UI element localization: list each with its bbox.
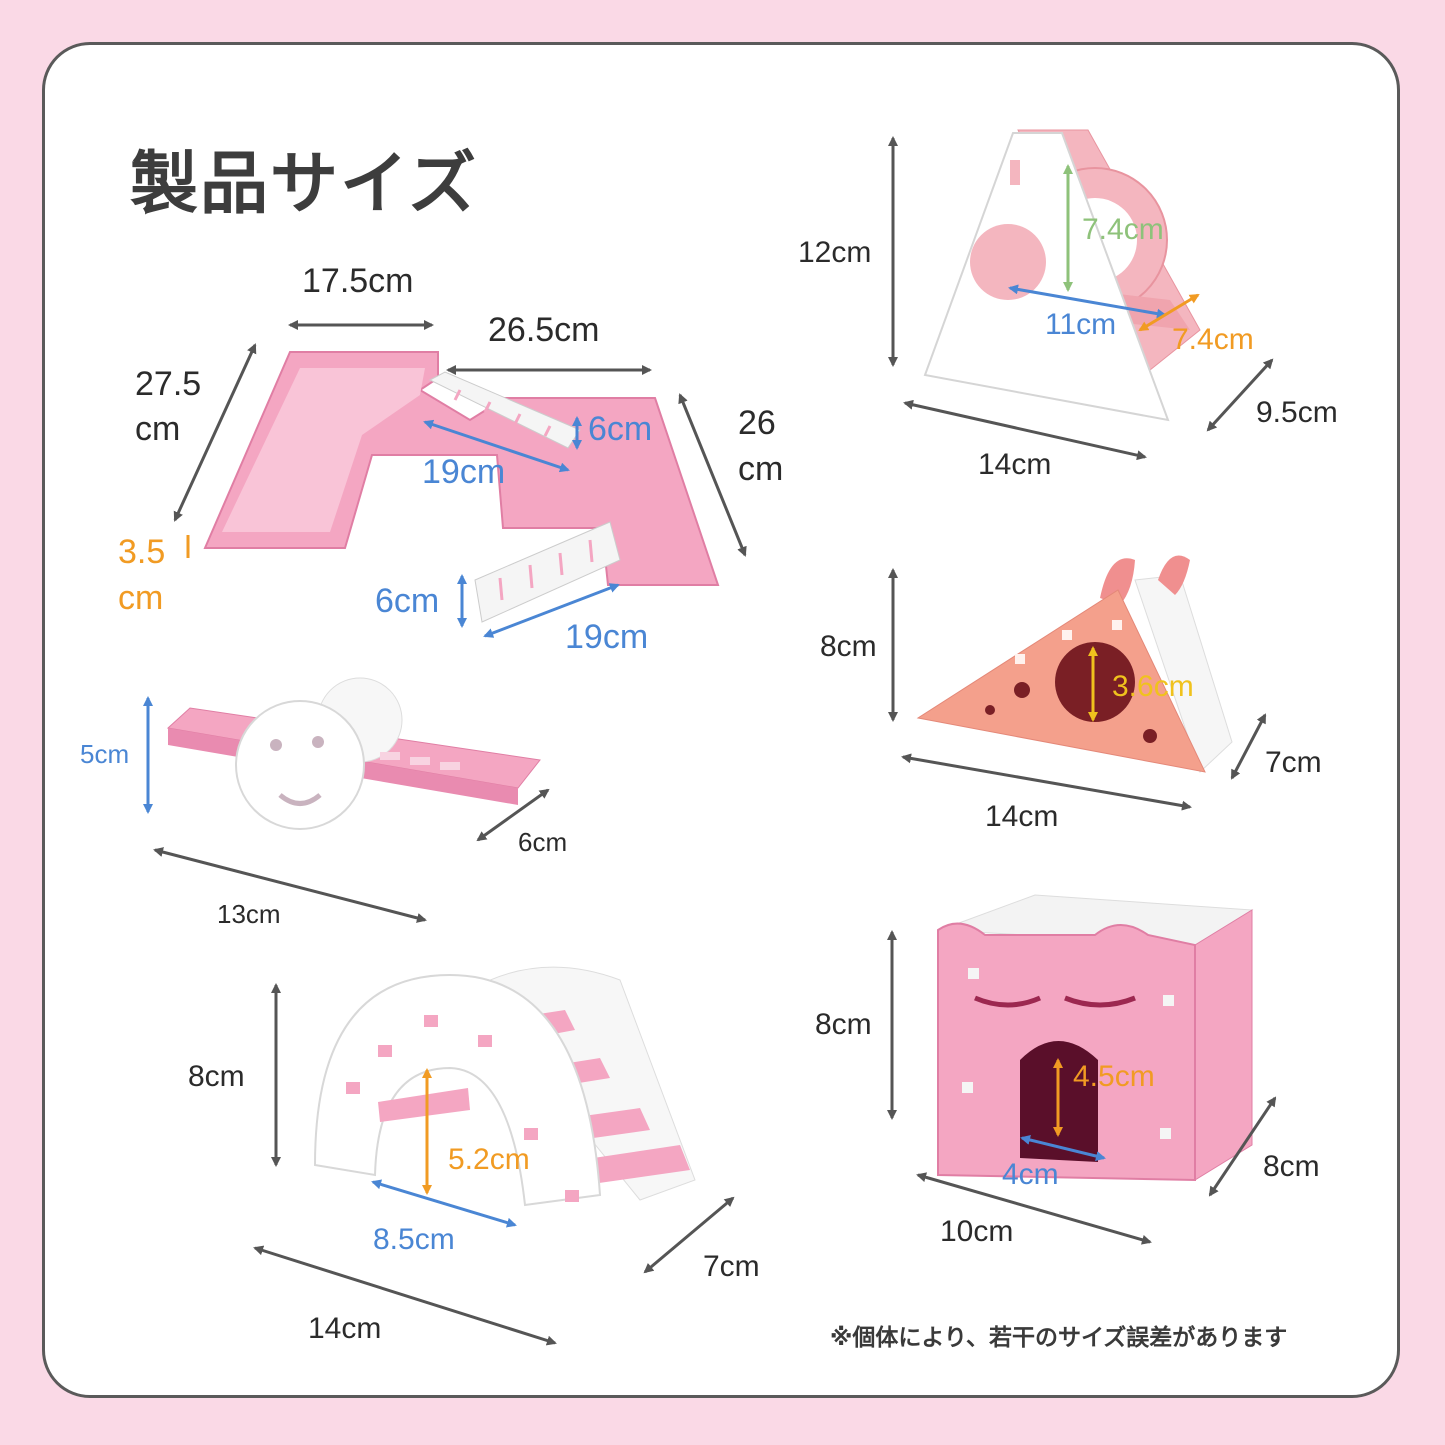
dim-arrow — [643, 1196, 735, 1274]
dim-arrow — [483, 583, 620, 638]
dim-arrow — [1206, 358, 1274, 432]
dim-arrow — [901, 753, 1192, 811]
arch-depth-label: 7cm — [703, 1250, 760, 1283]
seesaw-illustration — [143, 677, 550, 923]
cube-height-label: 8cm — [815, 1008, 872, 1041]
dim-arrow — [476, 788, 550, 842]
platform-illustration — [173, 320, 747, 638]
swing-illustration — [888, 129, 1274, 461]
seesaw-width-label: 13cm — [217, 899, 281, 929]
swing-height-label: 12cm — [798, 236, 872, 269]
bunny-depth-label: 7cm — [1265, 746, 1322, 779]
dim-arrow — [423, 419, 570, 473]
dim-arrow — [903, 399, 1147, 461]
arch-bridge-illustration — [253, 966, 735, 1346]
dim-arrow — [1138, 293, 1200, 332]
seesaw-height-label: 5cm — [80, 739, 130, 769]
bunny-house-illustration — [888, 555, 1267, 811]
bunny-width-label: 14cm — [985, 800, 1059, 833]
page-title: 製品サイズ — [130, 145, 478, 224]
arch-inner-height-label: 5.2cm — [448, 1143, 530, 1176]
dim-arrow — [1208, 1096, 1277, 1197]
swing-inner-width-label: 11cm — [1045, 308, 1117, 341]
arch-width-label: 14cm — [308, 1312, 382, 1345]
swing-depth-label: 9.5cm — [1256, 396, 1338, 429]
platform-height-label-b: cm — [118, 579, 164, 617]
size-disclaimer: ※個体により、若干のサイズ誤差があります — [830, 1325, 1288, 1351]
cube-width-label: 10cm — [940, 1215, 1014, 1248]
swing-inner-height-label: 7.4cm — [1082, 213, 1164, 246]
dim-arrow — [678, 393, 747, 557]
ladder1-height-label: 6cm — [588, 410, 653, 448]
platform-width-label: 17.5cm — [302, 262, 414, 300]
dim-arrow — [153, 847, 427, 923]
dim-arrow — [371, 1179, 517, 1228]
dim-arrow — [1230, 713, 1267, 780]
platform-height-label-a: 3.5 — [118, 533, 166, 571]
platform-length-label: 26.5cm — [488, 311, 600, 349]
ladder2-height-label: 6cm — [375, 582, 440, 620]
arch-inner-width-label: 8.5cm — [373, 1223, 455, 1256]
platform-depth-left-label-b: cm — [135, 410, 181, 448]
cube-door-height-label: 4.5cm — [1073, 1060, 1155, 1093]
swing-inner-depth-label: 7.4cm — [1172, 323, 1254, 356]
cube-door-width-label: 4cm — [1002, 1158, 1059, 1191]
bunny-hole-label: 3.6cm — [1112, 670, 1194, 703]
dim-arrow — [916, 1172, 1152, 1245]
bunny-height-label: 8cm — [820, 630, 877, 663]
platform-depth-right-label-b: cm — [738, 450, 784, 488]
swing-width-label: 14cm — [978, 448, 1052, 481]
platform-depth-left-label-a: 27.5 — [135, 365, 202, 403]
seesaw-depth-label: 6cm — [518, 827, 568, 857]
ladder-2 — [474, 521, 621, 623]
ladder2-length-label: 19cm — [565, 618, 649, 656]
cube-house-illustration — [887, 894, 1277, 1245]
dim-arrow — [1020, 1135, 1106, 1161]
arch-height-label: 8cm — [188, 1060, 245, 1093]
platform-depth-right-label-a: 26 — [738, 404, 776, 442]
cube-depth-label: 8cm — [1263, 1150, 1320, 1183]
dim-arrow — [173, 343, 257, 522]
dim-arrow — [253, 1245, 557, 1346]
ladder1-length-label: 19cm — [422, 453, 506, 491]
